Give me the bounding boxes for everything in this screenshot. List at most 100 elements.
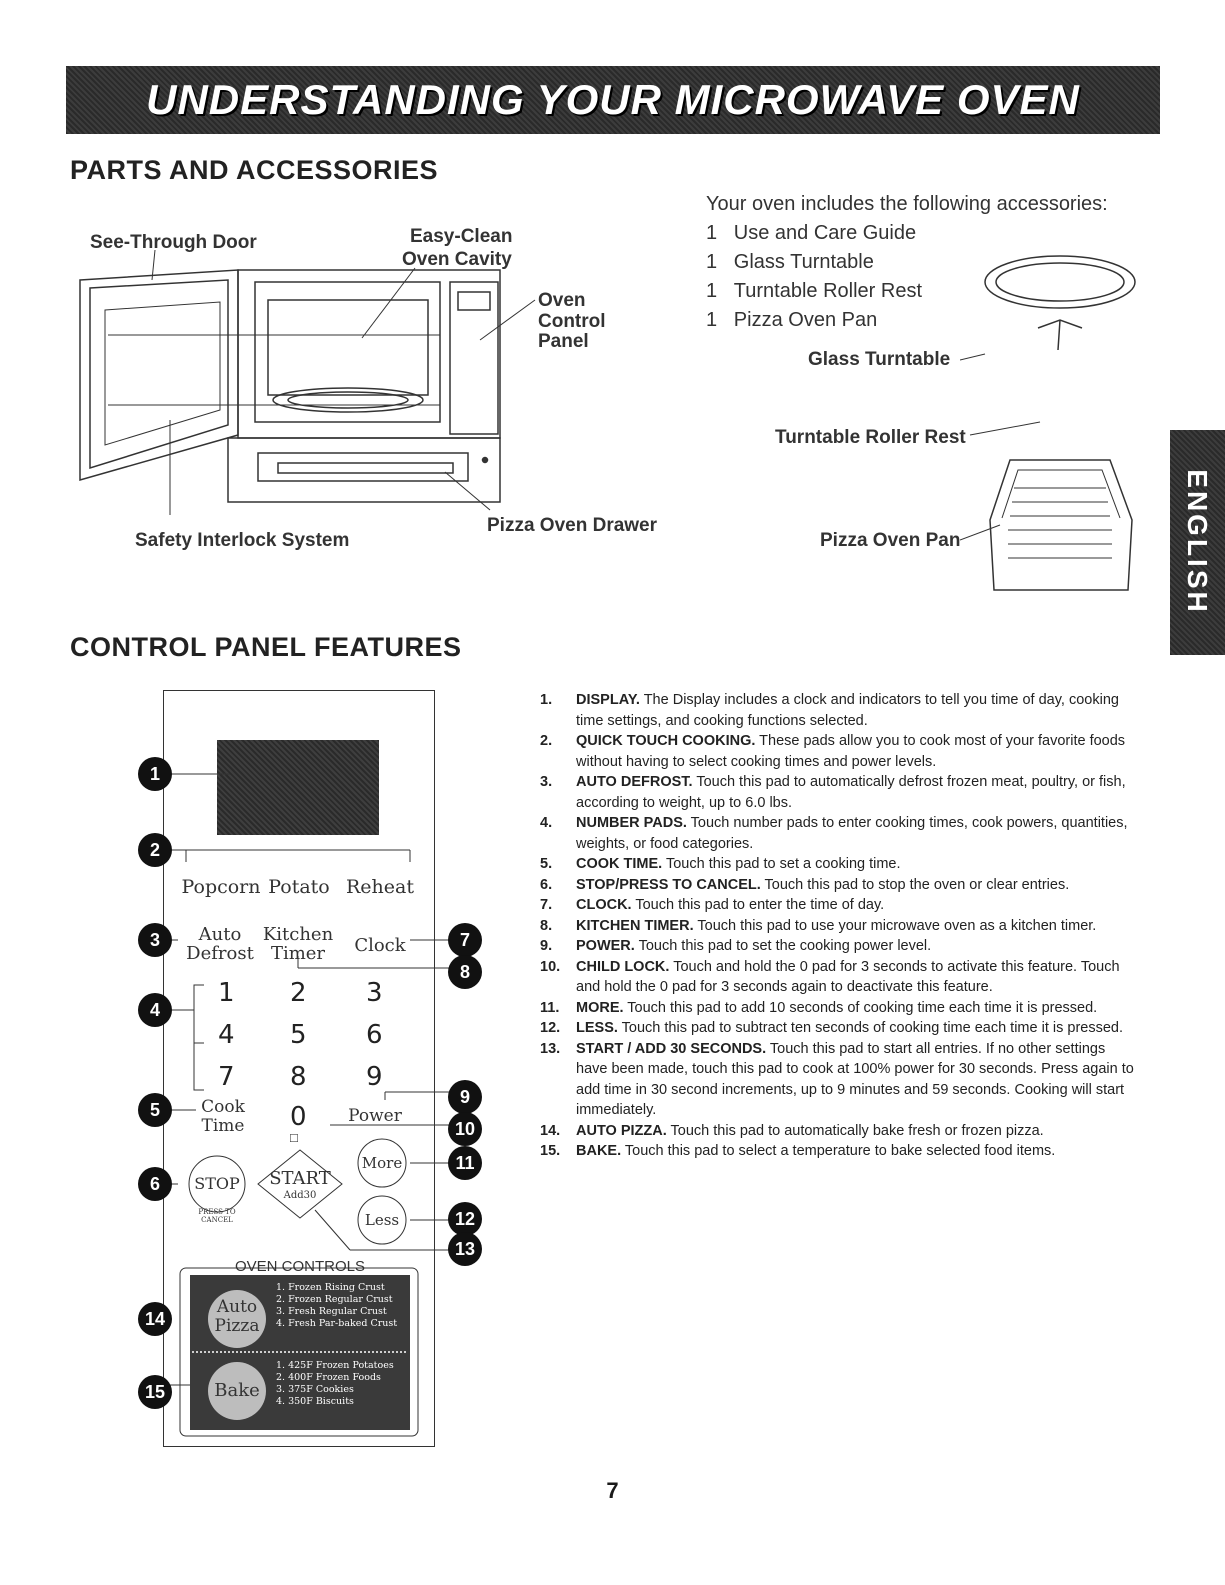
feature-item: 13. START / ADD 30 SECONDS. Touch this pa… (540, 1039, 1140, 1121)
oven-illustration (79, 249, 536, 515)
feature-number: 1. (540, 692, 553, 708)
kitchen-timer-line2: Timer (270, 943, 326, 964)
accessory-item: 1 Pizza Oven Pan (706, 309, 922, 338)
clock-pad[interactable]: Clock (354, 935, 406, 956)
feature-item: 8.KITCHEN TIMER. Touch this pad to use y… (540, 916, 1140, 937)
feature-number: 2. (540, 733, 553, 749)
banner-title: UNDERSTANDING YOUR MICROWAVE OVEN (146, 76, 1080, 123)
feature-term: STOP/PRESS TO CANCEL. (576, 876, 761, 893)
label-control-line3: Panel (538, 331, 589, 352)
number-pad-1[interactable]: 1 (218, 978, 235, 1008)
label-cavity-line2: Oven Cavity (402, 249, 512, 270)
feature-item: 12.LESS. Touch this pad to subtract ten … (540, 1018, 1140, 1039)
accessory-item: 1 Use and Care Guide (706, 222, 922, 251)
start-pad[interactable]: START (269, 1168, 331, 1189)
feature-term: QUICK TOUCH COOKING. (576, 733, 756, 749)
bake-label: Bake (214, 1380, 260, 1401)
lock-icon: □ (290, 1130, 298, 1145)
cook-time-pad[interactable]: Cook Time (193, 1098, 253, 1136)
feature-item: 5.COOK TIME. Touch this pad to set a coo… (540, 854, 1140, 875)
callout-badge-15: 15 (138, 1375, 172, 1409)
accessory-qty: 1 (706, 280, 718, 302)
auto-pizza-pad[interactable]: Auto Pizza (208, 1290, 266, 1348)
feature-item: 15.BAKE. Touch this pad to select a temp… (540, 1141, 1140, 1162)
accessory-qty: 1 (706, 222, 718, 244)
potato-pad[interactable]: Potato (268, 876, 330, 898)
number-pad-2[interactable]: 2 (290, 978, 307, 1008)
feature-text: These pads allow you to cook most of you… (576, 733, 1126, 770)
auto-pizza-line1: Auto (216, 1297, 258, 1317)
auto-defrost-line1: Auto (198, 924, 242, 945)
label-turntable: Glass Turntable (808, 349, 951, 370)
page-banner: UNDERSTANDING YOUR MICROWAVE OVEN (66, 66, 1160, 134)
language-tab-label: ENGLISH (1182, 469, 1213, 615)
callout-badge-5: 5 (138, 1093, 172, 1127)
feature-item: 2. QUICK TOUCH COOKING. These pads allow … (540, 731, 1140, 772)
feature-term: CHILD LOCK. (576, 958, 670, 975)
bake-option: 4. 350F Biscuits (276, 1396, 354, 1407)
feature-term: COOK TIME. (576, 856, 663, 872)
pizza-option: 4. Fresh Par-baked Crust (276, 1318, 398, 1329)
pizza-options: 1. Frozen Rising Crust 2. Frozen Regular… (276, 1282, 397, 1330)
reheat-pad[interactable]: Reheat (346, 876, 414, 898)
feature-term: MORE. (576, 999, 624, 1016)
number-pad-3[interactable]: 3 (366, 978, 383, 1008)
stop-pad[interactable]: STOP (194, 1174, 240, 1193)
feature-number: 9. (540, 938, 553, 954)
number-pad-7[interactable]: 7 (218, 1062, 235, 1092)
feature-term: POWER. (576, 938, 635, 954)
callout-badge-3: 3 (138, 923, 172, 957)
feature-term: AUTO PIZZA. (576, 1122, 667, 1139)
number-pad-0[interactable]: 0 (290, 1102, 307, 1132)
callout-badge-8: 8 (448, 955, 482, 989)
feature-text: Touch this pad to stop the oven or clear… (760, 876, 1070, 893)
feature-number: 10. (540, 958, 561, 975)
accessory-illustrations (960, 255, 1136, 591)
feature-text: Touch this pad to subtract ten seconds o… (617, 1020, 1123, 1036)
bake-pad[interactable]: Bake (208, 1362, 266, 1420)
less-pad[interactable]: Less (364, 1211, 400, 1229)
label-control-line1: Oven (538, 290, 586, 311)
feature-term: START / ADD 30 SECONDS. (576, 1040, 767, 1057)
callout-badge-4: 4 (138, 993, 172, 1027)
accessory-name: Turntable Roller Rest (733, 280, 923, 302)
label-pan: Pizza Oven Pan (820, 530, 961, 551)
feature-item: 10.CHILD LOCK. Touch and hold the 0 pad … (540, 957, 1140, 998)
accessory-item: 1 Turntable Roller Rest (706, 280, 922, 309)
number-pad-4[interactable]: 4 (218, 1020, 235, 1050)
number-pad-8[interactable]: 8 (290, 1062, 307, 1092)
number-pad-9[interactable]: 9 (366, 1062, 383, 1092)
label-cavity-line1: Easy-Clean (410, 226, 513, 247)
kitchen-timer-pad[interactable]: Kitchen Timer (258, 925, 338, 963)
feature-text: Touch this pad to select a temperature t… (621, 1143, 1056, 1159)
label-roller: Turntable Roller Rest (775, 427, 966, 448)
cook-time-line2: Time (201, 1116, 245, 1136)
cook-time-line1: Cook (201, 1097, 245, 1117)
number-pad-6[interactable]: 6 (366, 1020, 383, 1050)
more-pad[interactable]: More (361, 1154, 403, 1172)
language-tab: ENGLISH (1170, 430, 1225, 655)
auto-defrost-pad[interactable]: Auto Defrost (180, 925, 260, 963)
feature-text: Touch number pads to enter cooking times… (576, 815, 1128, 852)
feature-number: 13. (540, 1040, 561, 1057)
control-panel-diagram (163, 690, 435, 1447)
accessories-list: 1 Use and Care Guide 1 Glass Turntable 1… (706, 222, 922, 338)
kitchen-timer-line1: Kitchen (262, 924, 334, 945)
number-pad-5[interactable]: 5 (290, 1020, 307, 1050)
callout-badge-9: 9 (448, 1080, 482, 1114)
accessory-item: 1 Glass Turntable (706, 251, 922, 280)
callout-badge-7: 7 (448, 923, 482, 957)
accessories-intro: Your oven includes the following accesso… (706, 193, 1108, 215)
bake-option: 1. 425F Frozen Potatoes (276, 1360, 394, 1371)
auto-defrost-line2: Defrost (186, 943, 254, 964)
feature-number: 15. (540, 1143, 561, 1159)
bake-option: 2. 400F Frozen Foods (276, 1372, 381, 1383)
pizza-option: 2. Frozen Regular Crust (276, 1294, 393, 1305)
power-pad[interactable]: Power (348, 1106, 402, 1126)
popcorn-pad[interactable]: Popcorn (181, 876, 261, 898)
feature-number: 3. (540, 774, 553, 790)
feature-text: Touch this pad to start all entries. If … (576, 1040, 1134, 1119)
label-control-line2: Control (538, 311, 606, 332)
feature-term: CLOCK. (576, 897, 632, 913)
add30-label: Add30 (283, 1190, 317, 1201)
